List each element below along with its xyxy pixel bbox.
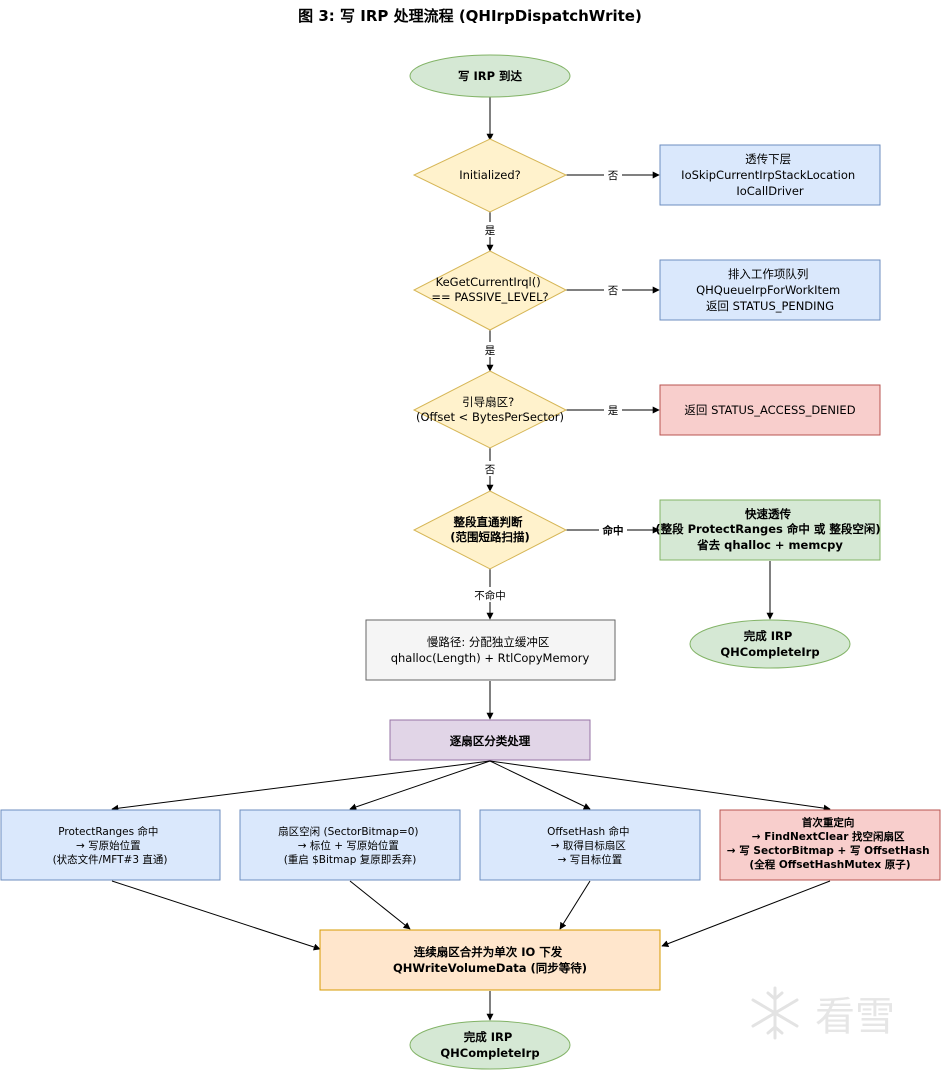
queue-box <box>659 259 881 321</box>
edge-hash-merge <box>559 880 591 930</box>
snowflake-icon <box>751 986 799 1040</box>
watermark: 看雪 <box>751 986 895 1040</box>
classify-box-text: 逐扇区分类处理 <box>450 734 531 748</box>
decision-irql <box>412 250 568 331</box>
label-init-yes: 是 <box>485 225 496 237</box>
fast-path-box <box>659 499 881 561</box>
case-protect-ranges-text: ProtectRanges 命中 → 写原始位置 (状态文件/MFT#3 直通) <box>53 825 168 866</box>
case-free-sector-box <box>239 809 461 881</box>
decision-boot-sector-text: 引导扇区? (Offset < BytesPerSector) <box>416 395 564 424</box>
merge-io-box <box>319 929 661 991</box>
edge-classify-redirect <box>489 760 831 812</box>
passthrough-box <box>659 144 881 206</box>
complete-irp-fast-node <box>689 619 851 669</box>
start-node <box>409 54 571 98</box>
slow-path-box-text: 慢路径: 分配独立缓冲区 qhalloc(Length) + RtlCopyMe… <box>391 635 590 665</box>
edge-labels: 否 是 否 是 是 否 命中 不命中 <box>472 167 627 602</box>
slow-path-box <box>365 619 616 681</box>
label-irql-yes: 是 <box>485 345 496 357</box>
merge-io-box-text: 连续扇区合并为单次 IO 下发 QHWriteVolumeData (同步等待) <box>393 945 587 975</box>
decision-initialized-text: Initialized? <box>459 168 521 182</box>
edge-free-merge <box>349 880 411 930</box>
edge-protect-merge <box>111 880 321 951</box>
case-first-redirect-box <box>719 809 941 881</box>
label-boot-no: 否 <box>485 464 496 476</box>
fast-path-box-text: 快速透传 (整段 ProtectRanges 命中 或 整段空闲) 省去 qha… <box>655 507 884 552</box>
decision-boot-sector <box>412 370 568 449</box>
edge-redirect-merge <box>661 880 831 947</box>
case-free-sector-text: 扇区空闲 (SectorBitmap=0) → 标位 + 写原始位置 (重启 $… <box>278 825 422 866</box>
complete-irp-fast-text: 完成 IRP QHCompleteIrp <box>720 629 819 659</box>
label-boot-yes: 是 <box>608 405 619 417</box>
diagram-title: 图 3: 写 IRP 处理流程 (QHIrpDispatchWrite) <box>298 7 642 25</box>
complete-irp-text: 完成 IRP QHCompleteIrp <box>440 1030 539 1060</box>
start-node-text: 写 IRP 到达 <box>458 69 523 83</box>
edge-classify-free <box>349 760 491 811</box>
edge-classify-hash <box>489 760 591 810</box>
case-protect-ranges-box <box>0 809 221 881</box>
label-init-no: 否 <box>608 170 619 182</box>
case-offset-hash-text: OffsetHash 命中 → 取得目标扇区 → 写目标位置 <box>547 825 633 866</box>
decision-whole-range <box>412 490 568 570</box>
access-denied-box <box>659 384 881 436</box>
passthrough-box-text: 透传下层 IoSkipCurrentIrpStackLocation IoCal… <box>681 152 859 198</box>
queue-box-text: 排入工作项队列 QHQueueIrpForWorkItem 返回 STATUS_… <box>696 267 844 313</box>
edge-classify-protect <box>111 760 491 812</box>
access-denied-box-text: 返回 STATUS_ACCESS_DENIED <box>684 403 855 417</box>
label-whole-miss: 不命中 <box>474 589 506 602</box>
watermark-text: 看雪 <box>815 994 895 1040</box>
label-irql-no: 否 <box>608 285 619 297</box>
classify-box <box>389 719 591 761</box>
decision-whole-range-text: 整段直通判断 (范围短路扫描) <box>450 515 530 544</box>
case-first-redirect-text: 首次重定向 → FindNextClear 找空闲扇区 → 写 SectorBi… <box>727 816 933 871</box>
label-whole-hit: 命中 <box>602 524 624 537</box>
edges <box>111 97 831 1021</box>
decision-initialized <box>412 138 568 213</box>
case-offset-hash-box <box>479 809 701 881</box>
complete-irp-node <box>409 1020 571 1070</box>
decision-irql-text: KeGetCurrentIrql() == PASSIVE_LEVEL? <box>431 275 548 304</box>
